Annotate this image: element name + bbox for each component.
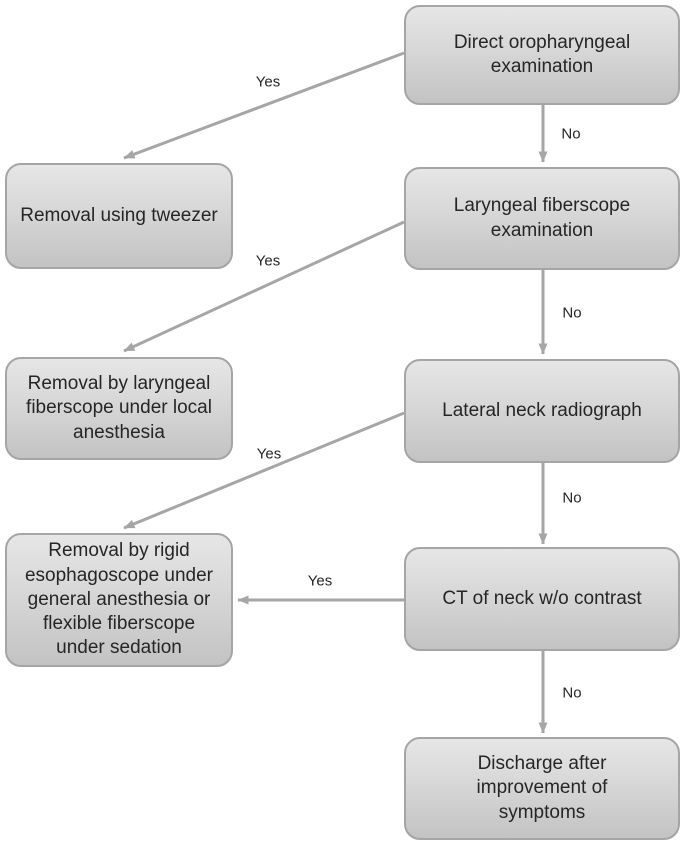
- node-label: Lateral neck radiograph: [442, 399, 642, 421]
- node-label: Removal using tweezer: [20, 204, 218, 226]
- node-label: Laryngeal fiberscope examination: [453, 195, 631, 241]
- node-removal-using-tweezer: Removal using tweezer: [5, 163, 233, 269]
- edge-label-yes-radiograph-to-removal: Yes: [256, 445, 282, 463]
- arrow-radiograph-to-removal-rigid: [123, 411, 405, 530]
- edge-label-no-laryngeal-to-radiograph: No: [562, 304, 582, 322]
- node-ct-of-neck: CT of neck w/o contrast: [404, 547, 680, 651]
- node-label: Direct oropharyngeal examination: [453, 31, 631, 77]
- node-lateral-neck-radiograph: Lateral neck radiograph: [404, 359, 680, 463]
- edge-label-no-ct-to-discharge: No: [562, 684, 582, 702]
- node-label: Removal by laryngeal fiberscope under lo…: [26, 373, 212, 443]
- node-label: Discharge after improvement of symptoms: [476, 753, 608, 823]
- edge-label-yes-laryngeal-to-removal: Yes: [255, 252, 281, 270]
- edge-label-yes-ct-to-removal: Yes: [307, 572, 333, 590]
- arrow-laryngeal-to-removal-laryngeal: [123, 220, 405, 353]
- node-label: CT of neck w/o contrast: [442, 587, 642, 609]
- node-removal-by-rigid-esophagoscope: Removal by rigid esophagoscope under gen…: [5, 533, 233, 667]
- edge-label-yes-direct-to-tweezer: Yes: [255, 73, 281, 91]
- arrow-direct-to-tweezer: [123, 51, 405, 160]
- edge-label-no-radiograph-to-ct: No: [562, 489, 582, 507]
- node-discharge: Discharge after improvement of symptoms: [404, 737, 680, 840]
- node-direct-oropharyngeal-examination: Direct oropharyngeal examination: [404, 5, 680, 105]
- node-laryngeal-fiberscope-examination: Laryngeal fiberscope examination: [404, 167, 680, 270]
- node-removal-by-laryngeal-fiberscope: Removal by laryngeal fiberscope under lo…: [5, 357, 233, 460]
- node-label: Removal by rigid esophagoscope under gen…: [24, 540, 214, 659]
- edge-label-no-direct-to-laryngeal: No: [561, 125, 581, 143]
